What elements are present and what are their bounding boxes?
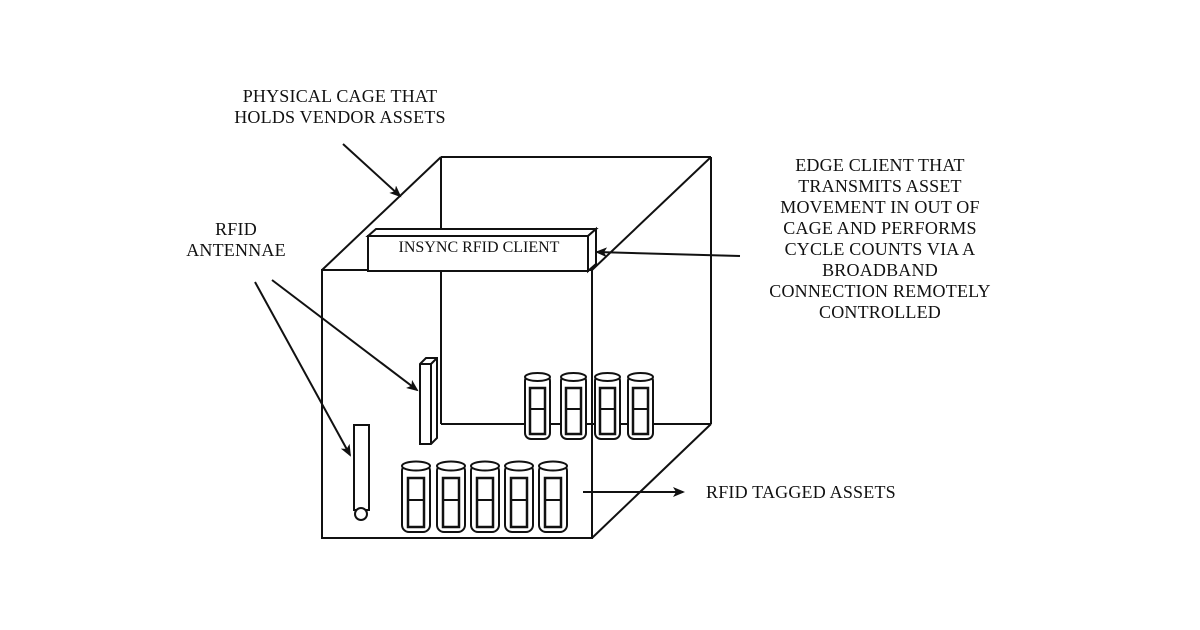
edge-client-label-line: TRANSMITS ASSET xyxy=(735,176,1025,197)
edge-client-label: EDGE CLIENT THAT TRANSMITS ASSET MOVEMEN… xyxy=(735,155,1025,323)
cage-bottom-right-diagonal xyxy=(592,424,711,538)
client-box-label: INSYNC RFID CLIENT xyxy=(372,238,586,258)
arrow-antenna-back xyxy=(272,280,417,390)
asset-canister xyxy=(561,373,586,439)
arrow-antenna-front xyxy=(255,282,350,455)
edge-client-label-line: EDGE CLIENT THAT xyxy=(735,155,1025,176)
client-box-side xyxy=(588,229,596,271)
edge-client-label-line: CONNECTION REMOTELY xyxy=(735,281,1025,302)
antenna-back xyxy=(420,358,437,444)
antennae-label: RFID ANTENNAE xyxy=(180,219,292,261)
asset-row-back xyxy=(525,373,653,439)
edge-client-label-line: BROADBAND xyxy=(735,260,1025,281)
cage-label-line: HOLDS VENDOR ASSETS xyxy=(220,107,460,128)
asset-canister xyxy=(539,462,567,533)
asset-canister xyxy=(628,373,653,439)
asset-canister xyxy=(402,462,430,533)
edge-client-label-line: MOVEMENT IN OUT OF xyxy=(735,197,1025,218)
asset-canister xyxy=(525,373,550,439)
asset-row-front xyxy=(402,462,567,533)
asset-canister xyxy=(437,462,465,533)
edge-client-label-line: CYCLE COUNTS VIA A xyxy=(735,239,1025,260)
client-box-top xyxy=(368,229,596,236)
cage-label: PHYSICAL CAGE THAT HOLDS VENDOR ASSETS xyxy=(220,86,460,128)
leader-arrows xyxy=(255,144,740,492)
antenna-front xyxy=(354,425,369,520)
antennae-label-line: ANTENNAE xyxy=(180,240,292,261)
arrow-edge-client xyxy=(597,252,740,256)
antennae-label-line: RFID xyxy=(180,219,292,240)
cage-label-line: PHYSICAL CAGE THAT xyxy=(220,86,460,107)
tagged-assets-label: RFID TAGGED ASSETS xyxy=(706,482,896,503)
arrow-cage xyxy=(343,144,400,196)
edge-client-label-line: CONTROLLED xyxy=(735,302,1025,323)
asset-canister xyxy=(505,462,533,533)
asset-canister xyxy=(471,462,499,533)
edge-client-label-line: CAGE AND PERFORMS xyxy=(735,218,1025,239)
asset-canister xyxy=(595,373,620,439)
